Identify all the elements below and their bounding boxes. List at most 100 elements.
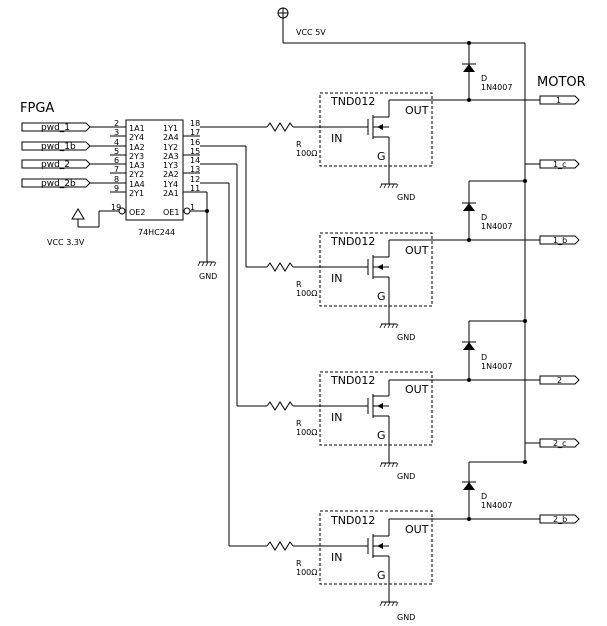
output-port-2b <box>539 514 580 524</box>
pin-num-12: 12 <box>190 175 200 184</box>
pin-num-14: 14 <box>190 156 200 165</box>
pin-name-2a3: 2A3 <box>163 152 179 161</box>
tnd012-label-1: TND012 <box>330 95 375 108</box>
output-label-1: 1 <box>556 96 561 105</box>
g-label-4: G <box>377 569 386 582</box>
input-label-4: pwd_2b <box>41 179 76 189</box>
pin-name-oe2: OE2 <box>129 208 145 217</box>
output-label-1b: 1_b <box>553 236 567 245</box>
out-label-1: OUT <box>405 104 429 117</box>
tnd012-box-4 <box>319 510 433 585</box>
tnd012-box-2 <box>319 232 433 307</box>
input-port-2 <box>21 141 91 151</box>
oe2-wiring <box>71 207 126 228</box>
diode-label-3: D <box>481 353 487 362</box>
diode-part-3: 1N4007 <box>481 362 512 371</box>
input-port-3 <box>21 159 91 169</box>
pin-name-1a3: 1A3 <box>129 161 145 170</box>
resistor-1 <box>266 122 294 132</box>
pin-name-1y3: 1Y3 <box>163 161 178 170</box>
pin-num-1: 1 <box>190 203 195 212</box>
buffer-output-routing <box>200 126 267 547</box>
pin-num-7: 7 <box>114 165 119 174</box>
motor-label: MOTOR <box>537 75 586 90</box>
resistor-2 <box>266 262 294 272</box>
output-port-1c <box>539 159 580 169</box>
out-label-4: OUT <box>405 523 429 536</box>
input-label-3: pwd_2 <box>41 160 70 170</box>
buffer-ic-body <box>125 119 184 221</box>
resistor-label-2: R <box>296 280 302 289</box>
diode-icon-3 <box>463 342 475 350</box>
driver-stage-4 <box>266 461 580 607</box>
resistor-label-3: R <box>296 419 302 428</box>
in-label-4: IN <box>331 551 342 564</box>
input-label-1: pwd_1 <box>41 123 70 133</box>
input-port-1 <box>21 122 91 132</box>
diode-label-1: D <box>481 74 487 83</box>
g-label-2: G <box>377 290 386 303</box>
diode-label-4: D <box>481 492 487 501</box>
pin-num-4: 4 <box>114 138 119 147</box>
pin-name-2a1: 2A1 <box>163 189 179 198</box>
pin-name-2y1: 2Y1 <box>129 189 144 198</box>
in-label-2: IN <box>331 272 342 285</box>
output-port-1 <box>539 95 580 105</box>
output-port-1b <box>539 235 580 245</box>
pin-num-15: 15 <box>190 147 200 156</box>
pin-num-3: 3 <box>114 128 119 137</box>
pin-name-2y2: 2Y2 <box>129 170 144 179</box>
diode-icon-1 <box>463 64 475 72</box>
oe1-wiring <box>183 191 217 267</box>
output-label-1c: 1_c <box>553 160 567 169</box>
tnd012-box-1 <box>319 92 433 167</box>
diode-part-2: 1N4007 <box>481 222 512 231</box>
resistor-label-4: R <box>296 559 302 568</box>
fpga-label: FPGA <box>20 101 54 116</box>
pin-num-8: 8 <box>114 175 119 184</box>
tnd012-label-2: TND012 <box>330 235 375 248</box>
vcc5-label: VCC 5V <box>296 28 326 37</box>
pin-name-2y4: 2Y4 <box>129 133 144 142</box>
pin-num-2: 2 <box>114 119 119 128</box>
gnd-label-1: GND <box>397 193 415 202</box>
buffer-part-label: 74HC244 <box>138 228 175 237</box>
in-label-1: IN <box>331 132 342 145</box>
vcc33-arrow-icon <box>71 208 85 220</box>
output-port-2 <box>539 375 580 385</box>
pin-name-2a2: 2A2 <box>163 170 179 179</box>
gnd-label-buffer: GND <box>199 272 217 281</box>
pin-name-1a4: 1A4 <box>129 180 145 189</box>
output-label-2: 2 <box>557 376 562 385</box>
diode-icon-4 <box>463 482 475 490</box>
tnd012-box-3 <box>319 371 433 446</box>
g-label-3: G <box>377 429 386 442</box>
pin-name-1y1: 1Y1 <box>163 124 178 133</box>
pin-num-19: 19 <box>111 203 121 212</box>
in-label-3: IN <box>331 411 342 424</box>
pin-num-16: 16 <box>190 138 200 147</box>
pin-name-1a2: 1A2 <box>129 143 145 152</box>
pin-num-11: 11 <box>190 184 200 193</box>
output-label-2b: 2_b <box>553 515 567 524</box>
resistor-3 <box>266 401 294 411</box>
tnd012-label-3: TND012 <box>330 374 375 387</box>
resistor-value-1: 100Ω <box>296 149 317 158</box>
gnd-label-4: GND <box>397 613 415 622</box>
pin-name-2a4: 2A4 <box>163 133 179 142</box>
pin-num-6: 6 <box>114 156 119 165</box>
diode-label-2: D <box>481 213 487 222</box>
input-ports <box>21 122 126 188</box>
pin-name-2y3: 2Y3 <box>129 152 144 161</box>
out-label-2: OUT <box>405 244 429 257</box>
pin-name-1y2: 1Y2 <box>163 143 178 152</box>
pin-name-1y4: 1Y4 <box>163 180 178 189</box>
gnd-label-3: GND <box>397 472 415 481</box>
input-port-4 <box>21 178 91 188</box>
output-label-2c: 2_c <box>553 439 567 448</box>
pin-num-18: 18 <box>190 119 200 128</box>
out-label-3: OUT <box>405 383 429 396</box>
buffer-pin-stubs <box>110 135 200 193</box>
driver-stage-1 <box>266 43 580 189</box>
output-port-2c <box>539 438 580 448</box>
